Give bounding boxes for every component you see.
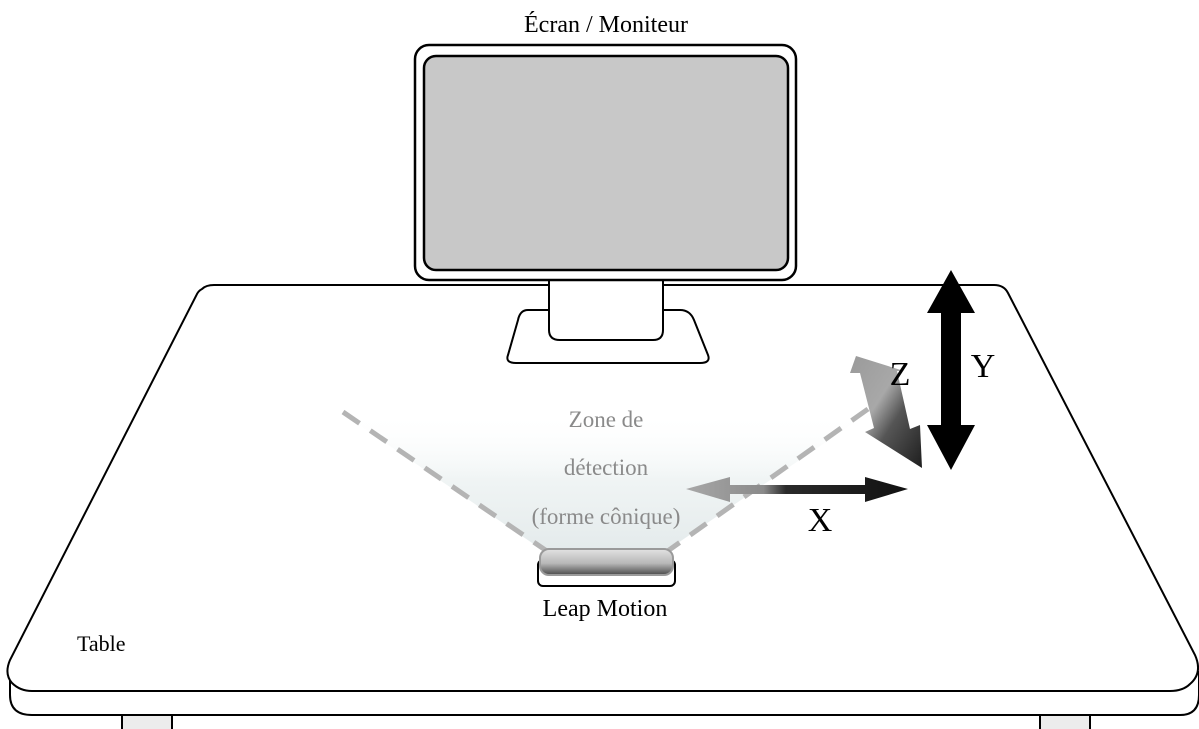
leap-motion-device — [537, 548, 676, 587]
axis-z-arrow-shape — [850, 356, 922, 468]
axis-x-arrow — [686, 477, 908, 502]
monitor-screen — [422, 54, 790, 272]
detection-cone-edge-right — [653, 406, 870, 563]
detection-zone — [340, 406, 870, 563]
detection-cone-edge-left — [341, 409, 562, 563]
axis-x-arrow-shape — [686, 477, 908, 502]
axis-x-label: X — [808, 502, 833, 539]
detection-zone-label-line3: (forme cônique) — [532, 504, 681, 529]
detection-zone-label-line1: Zone de — [569, 407, 644, 432]
axis-y-label: Y — [971, 348, 996, 385]
monitor-stand — [548, 278, 664, 341]
detection-cone-fill — [340, 412, 870, 562]
table-label: Table — [77, 631, 126, 656]
monitor-label: Écran / Moniteur — [524, 12, 688, 38]
axis-z-arrow — [850, 356, 922, 468]
axis-z-label: Z — [890, 356, 911, 393]
device-body — [539, 548, 674, 576]
axis-y-arrow — [927, 270, 975, 470]
detection-zone-label-line2: détection — [564, 455, 649, 480]
axis-y-arrow-shape — [927, 270, 975, 470]
leap-motion-label: Leap Motion — [543, 596, 668, 622]
